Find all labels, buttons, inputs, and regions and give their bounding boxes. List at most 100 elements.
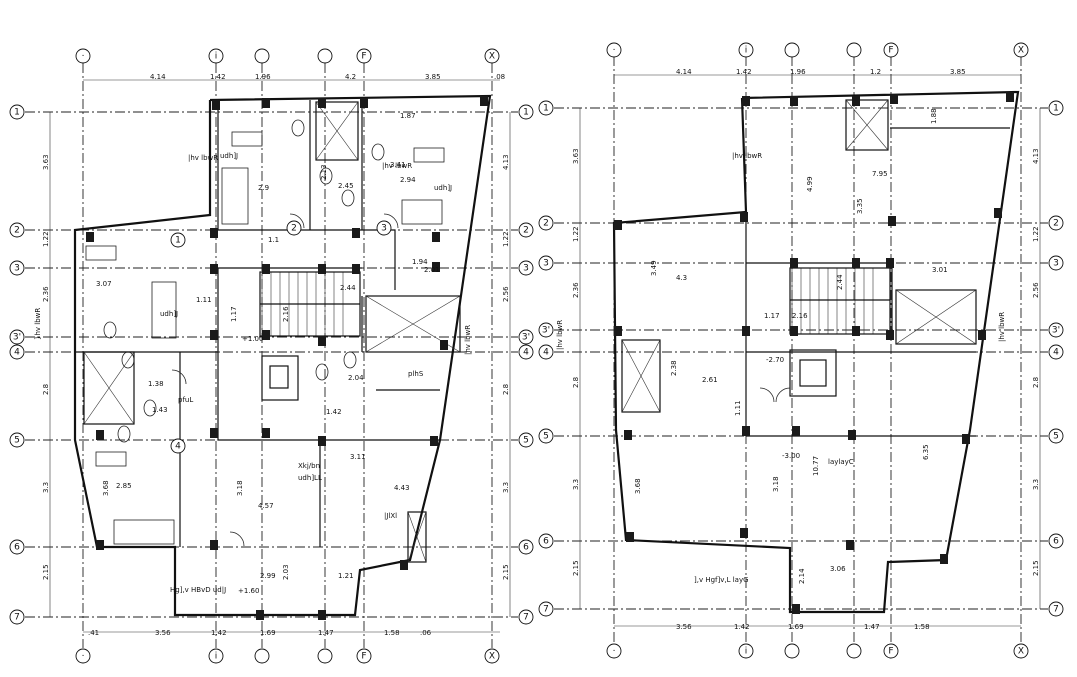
room-label: ],v Hgf]v,L layG [694, 576, 749, 584]
top-dimension: 3.85 [425, 73, 441, 81]
inner-dimension: 1.11 [734, 400, 742, 416]
column [262, 330, 270, 340]
grid-bubble-bottom [317, 648, 333, 664]
bottom-dimension: .41 [88, 629, 99, 637]
door-swing [289, 213, 305, 229]
grid-bubble-top-label: i [745, 46, 748, 56]
inner-dimension: 6.35 [922, 444, 930, 460]
left-dimension: 2.15 [42, 564, 50, 580]
inner-dimension: 3.68 [634, 478, 642, 494]
grid-bubble-left-label: 2 [543, 219, 549, 229]
inner-dimension: 3.11 [350, 453, 366, 461]
column [318, 610, 326, 620]
grid-bubble-right-label: 6 [1053, 537, 1059, 547]
grid-bubble-left-label: 6 [14, 543, 20, 553]
grid-bubble-left-label: 6 [543, 537, 549, 547]
inner-dimension: 2.16 [282, 306, 290, 322]
inner-dimension: 1.42 [326, 408, 342, 416]
inner-dimension: 3.35 [856, 198, 864, 214]
inner-dimension: 3.06 [830, 565, 846, 573]
grid-bubble-right-label: 7 [523, 613, 529, 623]
grid-bubble-left-label: 3 [543, 259, 549, 269]
inner-dimension: 4.99 [806, 176, 814, 192]
column [212, 100, 220, 110]
inner-dimension: 3.49 [650, 260, 658, 276]
column [962, 434, 970, 444]
column [852, 96, 860, 106]
inner-dimension: 4.43 [394, 484, 410, 492]
inner-dimension: 3.01 [932, 266, 948, 274]
grid-bubble-bottom [784, 643, 800, 659]
column [886, 330, 894, 340]
inner-dimension: 1.94 [412, 258, 428, 266]
bottom-dimension: 1.42 [734, 623, 750, 631]
grid-bubble-top-label: X [489, 52, 495, 62]
light-well-diag [895, 289, 977, 345]
column [262, 428, 270, 438]
top-dimension: 1.42 [736, 68, 752, 76]
grid-bubble-bottom [356, 648, 372, 664]
grid-bubble-left-label: 3' [13, 333, 21, 343]
light-well [83, 351, 135, 425]
grid-bubble-top-label: i [215, 52, 218, 62]
sanitary-fixture [103, 321, 117, 339]
inner-dimension: 2.03 [282, 564, 290, 580]
grid-bubble-right [518, 539, 534, 555]
grid-bubble-bottom [254, 648, 270, 664]
room-label: |hv lbwR [998, 312, 1006, 342]
grid-bubble-right [518, 329, 534, 345]
bottom-dimension: 3.56 [676, 623, 692, 631]
bottom-dimension: 1.42 [211, 629, 227, 637]
right-dimension: 2.56 [502, 286, 510, 302]
column [792, 426, 800, 436]
inner-dimension: 2.16 [792, 312, 808, 320]
room-label: udh]J [160, 310, 178, 318]
left-dimension: 3.63 [42, 154, 50, 170]
door-swing [775, 387, 791, 403]
door-swing [229, 531, 245, 547]
grid-bubble-right-label: 6 [523, 543, 529, 553]
section-marker [170, 438, 186, 454]
left-dimension: 2.8 [42, 384, 50, 395]
column [852, 258, 860, 268]
bottom-dimension: 1.58 [914, 623, 930, 631]
top-dimension: 1.96 [790, 68, 806, 76]
elevator-shaft [261, 355, 299, 401]
section-marker [170, 232, 186, 248]
grid-bubble-top [784, 42, 800, 58]
top-dimension: .08 [494, 73, 505, 81]
top-dimension: 1.42 [210, 73, 226, 81]
right-dimension: 1.22 [1032, 226, 1040, 242]
grid-bubble-right-label: 3' [522, 333, 530, 343]
section-marker [376, 220, 392, 236]
grid-bubble-bottom-label: F [888, 647, 893, 657]
column [318, 98, 326, 108]
light-well-diag [315, 101, 359, 161]
furniture [85, 119, 445, 547]
inner-dimension: 3.07 [96, 280, 112, 288]
light-well [315, 101, 359, 161]
grid-bubble-right-label: 3' [1052, 326, 1060, 336]
light-well [407, 511, 427, 563]
room-label: |hv lbwR [382, 162, 412, 170]
inner-dimension: 1.17 [230, 306, 238, 322]
room-label: }hv lbwR [34, 308, 42, 340]
inner-dimension: 1.17 [764, 312, 780, 320]
grid-bubble-bottom-label: X [1018, 647, 1024, 657]
interior-wall [218, 229, 396, 290]
level-marker: +1.00 [242, 335, 263, 343]
light-well-diag [83, 351, 135, 425]
grid-bubble-left-label: 4 [14, 348, 20, 358]
column [790, 326, 798, 336]
grid-bubble-bottom [846, 643, 862, 659]
left-dimension: 1.22 [42, 231, 50, 247]
sanitary-fixture [319, 167, 333, 185]
grid-bubble-right [518, 609, 534, 625]
top-dimension: 4.2 [345, 73, 356, 81]
inner-dimension: 2.01 [424, 266, 440, 274]
grid-bubble-left-label: 1 [543, 104, 549, 114]
inner-dimension: 1.21 [338, 572, 354, 580]
sanitary-fixture [315, 363, 329, 381]
grid-bubble-left-label: 5 [543, 432, 549, 442]
